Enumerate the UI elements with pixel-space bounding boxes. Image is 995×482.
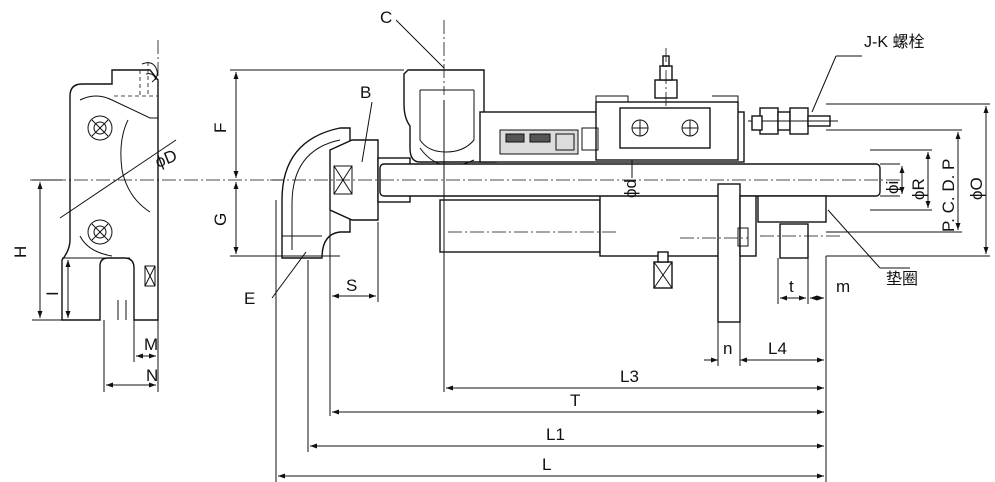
end-view-inner-arc [120, 119, 151, 213]
label-L3: L3 [620, 367, 639, 386]
label-L4: L4 [768, 339, 787, 358]
label-PCD: P. C. D. P [939, 159, 958, 232]
end-view-body-outline [61, 69, 159, 321]
bolt-hole-upper [87, 115, 113, 141]
label-m: m [836, 277, 850, 296]
label-N: N [146, 366, 158, 385]
gasket-leader [827, 209, 881, 269]
label-n: n [723, 339, 732, 358]
label-G: G [211, 213, 230, 226]
grease-nipple-top [654, 48, 678, 108]
label-JK-bolt: J-K 螺栓 [864, 33, 924, 51]
end-view-flange-top [79, 95, 158, 119]
JK-leader [811, 55, 837, 113]
label-M: M [144, 335, 158, 354]
label-phiO: ϕO [967, 177, 986, 200]
bottom-plug [653, 251, 673, 289]
bolt-jk [748, 107, 838, 135]
E-leader [271, 251, 307, 299]
label-T: T [570, 391, 580, 410]
label-L: L [542, 455, 551, 474]
label-S: S [346, 276, 357, 295]
right-flange [717, 183, 741, 323]
main-housing-lower [439, 199, 601, 253]
label-C: C [380, 8, 392, 27]
label-phii: ϕi [883, 181, 902, 194]
label-F: F [211, 123, 230, 133]
bolt-hole-lower-inner [93, 225, 107, 239]
label-phid: ϕd [621, 179, 640, 198]
end-view [30, 40, 310, 392]
bolt-hole-lower [87, 219, 113, 245]
phiD-leader [59, 139, 177, 219]
C-leader [395, 19, 445, 69]
B-leader [361, 101, 373, 163]
label-H: H [11, 246, 30, 258]
bolt-hole-upper-inner [93, 121, 107, 135]
labels: C B F G E S H I M N ϕD ϕd ϕi ϕR P. C. D.… [11, 8, 986, 474]
gasket-ring [779, 223, 809, 259]
side-view [270, 20, 990, 323]
label-L1: L1 [546, 425, 565, 444]
label-I: I [43, 291, 62, 296]
dimensions [230, 19, 989, 482]
label-E: E [244, 289, 255, 308]
label-phiR: ϕR [909, 178, 928, 200]
end-view-nut [144, 265, 156, 287]
label-t: t [789, 277, 794, 296]
label-B: B [360, 83, 371, 102]
label-gasket: 垫圈 [886, 270, 918, 288]
